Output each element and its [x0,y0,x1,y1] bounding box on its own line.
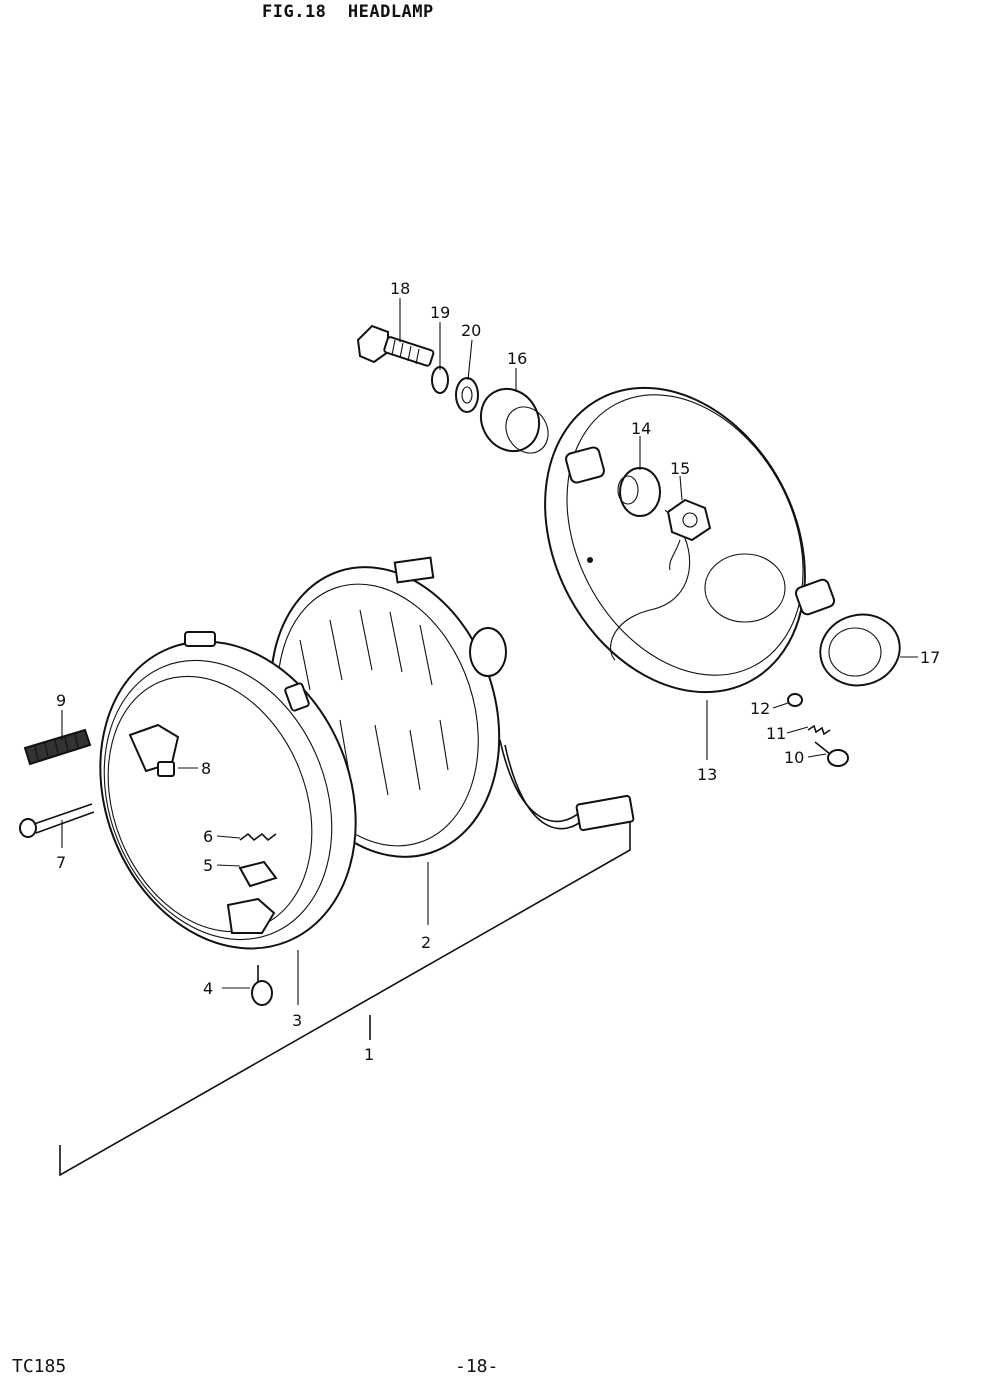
screw-4 [251,965,273,1006]
nut-12 [787,693,803,707]
callout-18: 18 [390,279,410,298]
callout-12: 12 [750,699,770,718]
nut-5 [238,860,278,888]
headlamp-housing [544,386,836,694]
adjusting-screw-7 [19,803,95,838]
callout-5: 5 [203,856,213,875]
headlamp-rim [99,631,357,950]
callout-2: 2 [421,933,431,952]
callout-20: 20 [461,321,481,340]
lock-washer-19 [431,366,449,394]
callout-9: 9 [56,691,66,710]
callout-4: 4 [203,979,213,998]
washer-20 [455,377,479,413]
spring-6 [239,832,277,842]
grommet-16 [479,387,549,454]
callout-7: 7 [56,853,66,872]
nut-8 [157,761,175,777]
callout-15: 15 [670,459,690,478]
callout-13: 13 [697,765,717,784]
callout-11: 11 [766,724,786,743]
bulb-15 [666,498,712,571]
callout-14: 14 [631,419,651,438]
assembly-bracket-1 [59,808,631,1177]
callout-10: 10 [784,748,804,767]
leader-lines [61,298,918,1005]
screw-10 [814,741,849,767]
dust-cap-17 [819,613,901,687]
page-number: -18- [455,1356,499,1377]
callout-8: 8 [201,759,211,778]
callout-19: 19 [430,303,450,322]
callout-3: 3 [292,1011,302,1030]
callout-6: 6 [203,827,213,846]
callout-16: 16 [507,349,527,368]
figure-title: FIG.18 HEADLAMP [262,2,434,22]
callout-17: 17 [920,648,940,667]
model-code: TC185 [12,1356,67,1377]
spring-11 [807,724,831,736]
callout-1: 1 [364,1045,374,1064]
bolt-18 [356,324,435,367]
adjusting-spring-9 [23,728,92,766]
